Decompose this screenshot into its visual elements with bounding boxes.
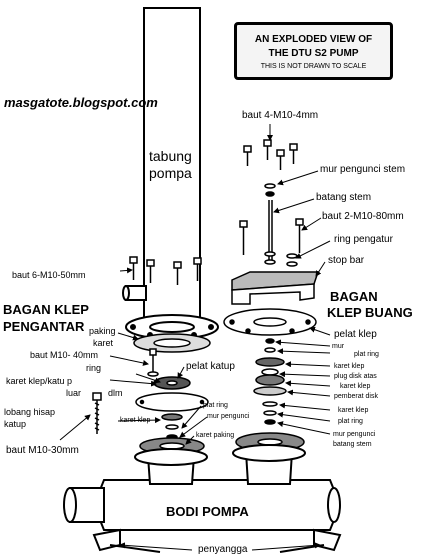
- label-pompa: pompa: [149, 165, 192, 181]
- label-mur-pengunci-batang-1: mur pengunci: [333, 431, 376, 438]
- label-mur-pengunci-stem: mur pengunci stem: [320, 164, 406, 175]
- label-plug-disk-atas: plug disk atas: [334, 373, 377, 380]
- label-ring-pengatur: ring pengatur: [334, 234, 393, 245]
- label-pelat-katup: pelat katup: [186, 361, 235, 372]
- label-karet: karet: [93, 338, 114, 348]
- pump-body: [63, 444, 341, 531]
- label-batang-stem: batang stem: [316, 192, 372, 203]
- label-ring: ring: [86, 363, 102, 373]
- label-paking: paking: [89, 326, 116, 336]
- title-line-3: THIS IS NOT DRAWN TO SCALE: [260, 63, 367, 70]
- label-plat-ring-2: plat ring: [338, 418, 363, 425]
- exhaust-valve-stack: [223, 308, 317, 452]
- stem-assembly: [239, 183, 304, 267]
- penyangga-arrows: [119, 542, 321, 551]
- intake-valve-stack: [133, 333, 211, 455]
- label-baut-m10-30: baut M10-30mm: [6, 445, 79, 456]
- label-karet-klep-2: karet klep: [340, 383, 371, 390]
- tube-side-pipe: [122, 285, 147, 301]
- label-baut-2: baut 2-M10-80mm: [322, 211, 404, 222]
- stop-bar: [231, 271, 320, 305]
- title-line-2: THE DTU S2 PUMP: [268, 48, 359, 59]
- label-baut-6: baut 6-M10-50mm: [12, 270, 86, 280]
- label-lobang-hisap-1: lobang hisap: [4, 407, 56, 417]
- label-bagan-buang-2: KLEP BUANG: [327, 305, 413, 320]
- label-bodi-pompa: BODI POMPA: [166, 504, 249, 519]
- label-karet-klep-katup-2: luar: [66, 388, 82, 398]
- label-pelat-klep: pelat klep: [334, 329, 377, 340]
- label-karet-klep-1: karet klep: [334, 363, 365, 370]
- label-plat-ring-1: plat ring: [354, 351, 379, 358]
- stand: [92, 528, 342, 553]
- label-bagan-pengantar-1: BAGAN KLEP: [3, 302, 89, 317]
- label-stop-bar: stop bar: [328, 255, 365, 266]
- bolt-m10-30: [92, 392, 102, 434]
- label-karet-klep-left: karet klep: [120, 417, 151, 424]
- title-box: AN EXPLODED VIEW OF THE DTU S2 PUMP THIS…: [234, 22, 393, 80]
- watermark: masgatote.blogspot.com: [4, 95, 158, 110]
- label-baut-m10-40: baut M10- 40mm: [30, 350, 99, 360]
- pump-tube: [143, 7, 201, 331]
- leader-lines: [59, 124, 331, 445]
- label-penyangga: penyangga: [198, 544, 248, 555]
- label-pemberat-disk: pemberat disk: [334, 393, 378, 400]
- label-plat-ring-mid: plat ring: [203, 402, 228, 409]
- label-lobang-hisap-2: katup: [4, 419, 27, 429]
- label-bagan-pengantar-2: PENGANTAR: [3, 319, 85, 334]
- title-line-1: AN EXPLODED VIEW OF: [254, 34, 373, 45]
- label-bagan-buang-1: BAGAN: [330, 289, 378, 304]
- label-karet-klep-katup-1: karet klep/katu p: [6, 376, 73, 386]
- label-dlm: dlm: [108, 388, 123, 398]
- label-mur-pengunci-mid: mur pengunci: [207, 413, 250, 420]
- bolts-6-m10-50: [129, 256, 202, 285]
- label-karet-klep-3: karet klep: [338, 407, 369, 414]
- bolts-4-m10: [243, 139, 298, 170]
- label-baut-4: baut 4-M10-4mm: [242, 110, 319, 121]
- label-tabung: tabung: [149, 148, 192, 164]
- label-mur: mur: [332, 343, 345, 350]
- label-karet-paking: karet paking: [196, 432, 235, 439]
- label-mur-pengunci-batang-2: batang stem: [333, 441, 372, 448]
